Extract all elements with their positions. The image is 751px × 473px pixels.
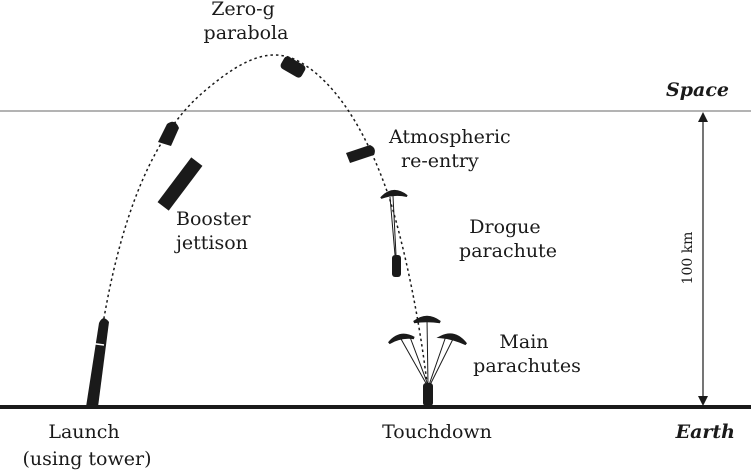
main-label-line1: Main [499,331,548,353]
space-label: Space [666,79,729,101]
booster-jettison-label: Booster jettison [174,208,257,254]
atmospheric-reentry-label: Atmospheric re-entry [388,126,517,172]
booster-label-line2: jettison [174,232,248,254]
launch-label: Launch (using tower) [23,421,152,470]
main-parachutes-label: Main parachutes [473,331,581,377]
drogue-label-line1: Drogue [469,216,540,238]
launch-label-line1: Launch [48,421,119,443]
zero-g-label-line1: Zero-g [211,0,275,20]
reentry-capsule [346,145,375,163]
launch-rocket [86,318,109,407]
atmospheric-label-line2: re-entry [401,150,479,172]
zero-g-label: Zero-g parabola [204,0,289,44]
flight-trajectory [91,54,429,407]
atmospheric-label-line1: Atmospheric [388,126,511,148]
booster-label-line1: Booster [176,208,251,230]
launch-label-line2: (using tower) [23,448,152,470]
jettisoned-booster [157,157,203,211]
earth-label: Earth [675,421,735,443]
drogue-label-line2: parachute [459,240,557,262]
main-parachutes [388,315,467,406]
drogue-parachute [380,190,408,277]
apex-capsule [280,56,306,78]
ascending-capsule [158,121,179,146]
altitude-marker: 100 km [680,112,708,406]
altitude-label: 100 km [680,232,696,285]
touchdown-label: Touchdown [382,421,492,443]
zero-g-label-line2: parabola [204,22,289,44]
drogue-parachute-label: Drogue parachute [459,216,557,262]
main-label-line2: parachutes [473,355,581,377]
